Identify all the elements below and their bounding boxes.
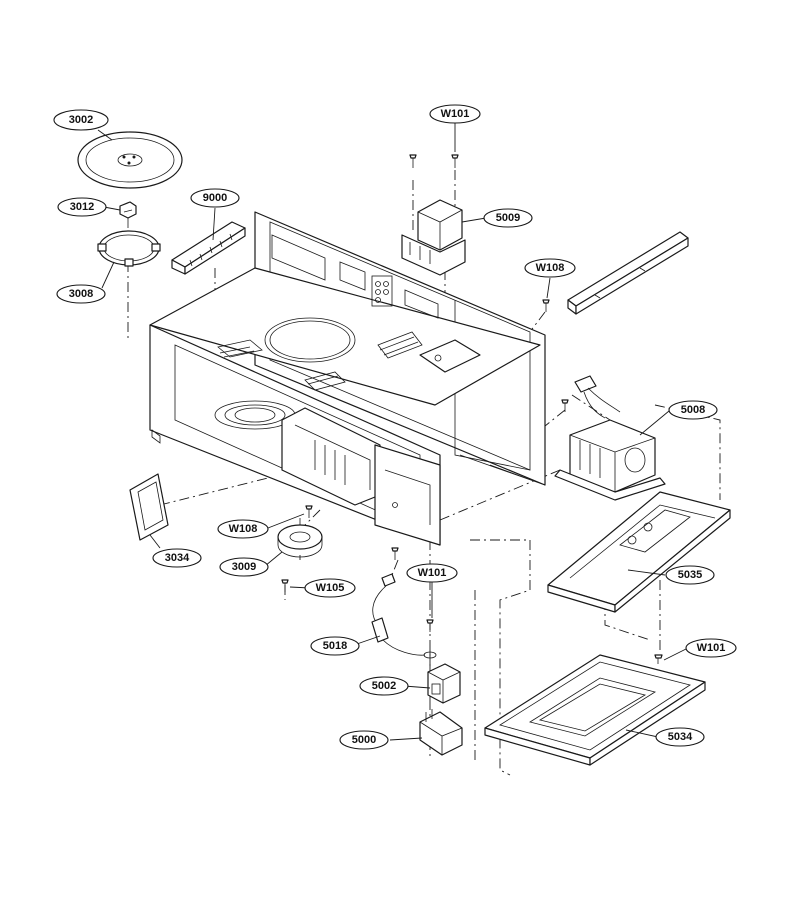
roller-ring-3008	[97, 230, 161, 267]
callout-5008: 5008	[668, 400, 718, 420]
svg-text:5008: 5008	[681, 404, 705, 416]
svg-text:5002: 5002	[372, 680, 396, 692]
svg-text:W101: W101	[697, 642, 726, 654]
callout-w101-mid: W101	[406, 563, 458, 583]
svg-text:3002: 3002	[69, 114, 93, 126]
switch-bracket-5002	[427, 663, 461, 704]
callout-5009: 5009	[483, 208, 533, 228]
svg-text:5034: 5034	[668, 731, 693, 743]
wire-harness-5018	[371, 573, 437, 659]
callout-5034: 5034	[655, 727, 705, 747]
base-plate-5035	[547, 491, 731, 613]
screws-w101-top	[409, 154, 459, 168]
svg-text:5009: 5009	[496, 212, 520, 224]
motor-3009	[277, 518, 323, 558]
screw-w101-mid	[426, 619, 434, 632]
svg-text:3034: 3034	[165, 552, 190, 564]
callout-w108-left: W108	[217, 519, 269, 539]
screw-w108-left	[305, 505, 313, 518]
filter-9000	[171, 221, 246, 275]
callout-5035: 5035	[665, 565, 715, 585]
magnetron-5009	[401, 199, 466, 276]
callout-3002: 3002	[53, 109, 109, 131]
coupler-3012	[119, 201, 137, 228]
callout-9000: 9000	[190, 188, 240, 208]
svg-text:W101: W101	[418, 567, 447, 579]
leader-lines	[97, 122, 689, 741]
callout-3034: 3034	[152, 548, 202, 568]
screw-w105	[281, 547, 399, 592]
control-bracket	[281, 407, 441, 546]
plate-5034	[484, 654, 706, 766]
callout-3012: 3012	[57, 197, 107, 217]
turntable-tray-3002	[77, 131, 183, 189]
svg-text:5000: 5000	[352, 734, 376, 746]
screw-w108-right	[542, 299, 550, 312]
callout-5000: 5000	[339, 730, 389, 750]
svg-text:W108: W108	[536, 262, 565, 274]
screw-w101-right	[654, 654, 663, 664]
svg-text:W105: W105	[316, 582, 345, 594]
svg-text:3008: 3008	[69, 288, 93, 300]
callout-labels: 3002 3012 3008 9000 W101 5009 W108 5008	[53, 104, 737, 750]
callout-w101-right: W101	[685, 638, 737, 658]
callout-3008: 3008	[56, 284, 106, 304]
interlock-switch-5000	[419, 709, 463, 756]
callout-5002: 5002	[359, 676, 409, 696]
top-rail-bar	[567, 231, 689, 315]
svg-text:5035: 5035	[678, 569, 702, 581]
svg-text:W108: W108	[229, 523, 258, 535]
callout-3009: 3009	[219, 557, 269, 577]
cover-3034	[129, 473, 169, 541]
callout-w108-right: W108	[524, 258, 576, 278]
svg-text:9000: 9000	[203, 192, 227, 204]
callout-5018: 5018	[310, 636, 360, 656]
transformer-5008	[554, 375, 666, 501]
svg-text:5018: 5018	[323, 640, 347, 652]
callout-w101-top: W101	[429, 104, 481, 124]
svg-text:W101: W101	[441, 108, 470, 120]
svg-text:3009: 3009	[232, 561, 256, 573]
svg-text:3012: 3012	[70, 201, 94, 213]
callout-w105: W105	[304, 578, 356, 598]
